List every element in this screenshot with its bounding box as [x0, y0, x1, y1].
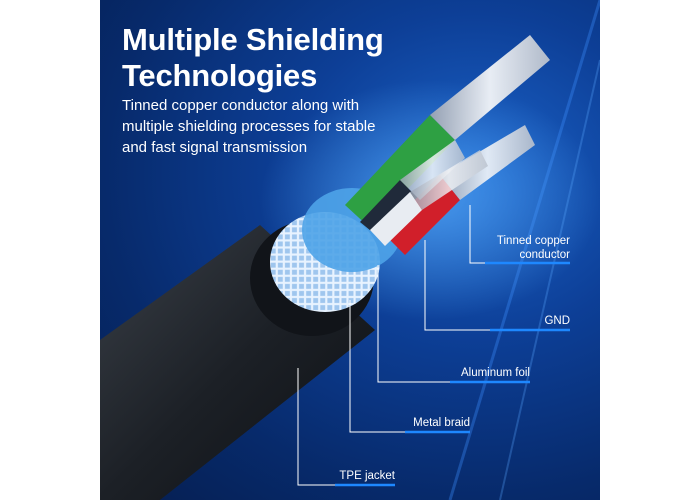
description-line-3: and fast signal transmission: [122, 139, 308, 156]
headline: Multiple Shielding Technologies: [122, 22, 422, 94]
headline-line-2: Technologies: [122, 58, 318, 93]
label-gnd: GND: [544, 315, 570, 327]
label-tinned-copper-line-1: Tinned copper: [496, 235, 570, 247]
description: Tinned copper conductor along with multi…: [122, 95, 422, 158]
label-metal-braid: Metal braid: [413, 417, 470, 429]
description-line-1: Tinned copper conductor along with: [122, 97, 360, 114]
label-tinned-copper-line-2: conductor: [519, 249, 570, 261]
label-aluminum-foil: Aluminum foil: [460, 367, 530, 379]
callout-underlines: [335, 261, 570, 487]
inner-wires: [345, 35, 550, 255]
description-line-2: multiple shielding processes for stable: [122, 118, 376, 135]
cable-illustration: [100, 0, 600, 500]
product-image-panel: Multiple Shielding Technologies Tinned c…: [100, 0, 600, 500]
label-tpe-jacket: TPE jacket: [339, 470, 395, 482]
headline-line-1: Multiple Shielding: [122, 22, 384, 57]
label-tinned-copper-conductor: Tinned copper conductor: [470, 234, 570, 262]
